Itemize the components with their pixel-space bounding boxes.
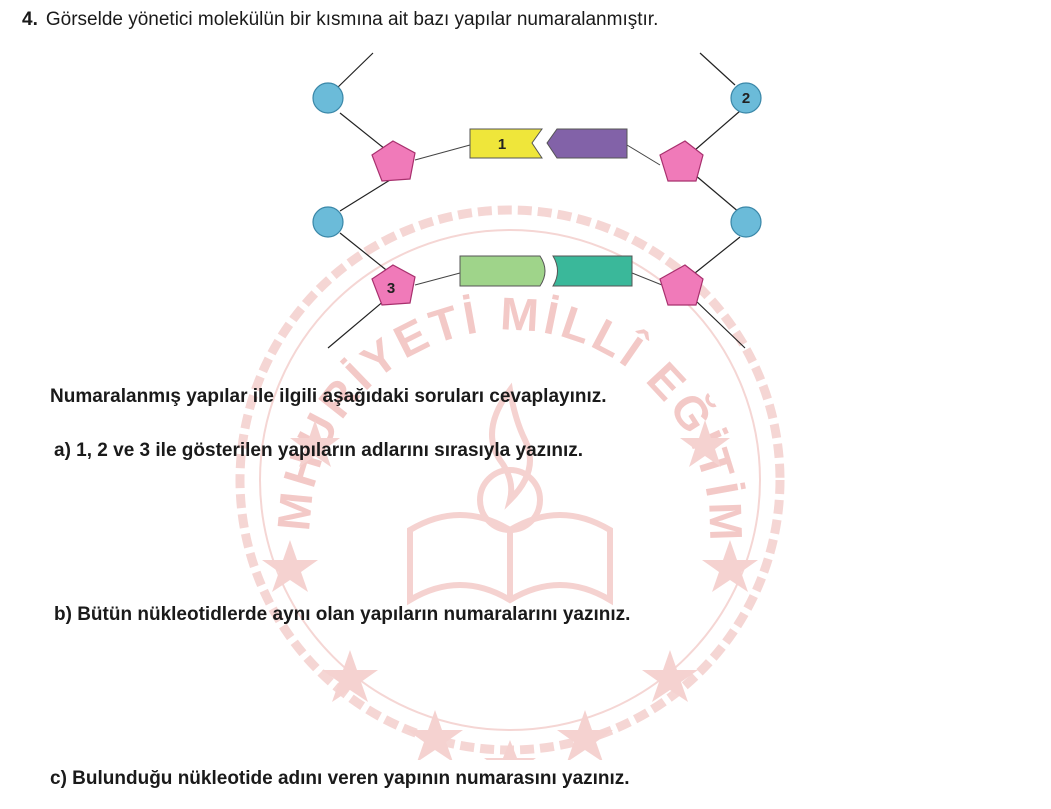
sugar-left-bottom bbox=[371, 264, 416, 306]
base-teal bbox=[552, 255, 633, 287]
sugar-left-top bbox=[371, 140, 416, 182]
seal-stars bbox=[262, 420, 758, 760]
question-a: a) 1, 2 ve 3 ile gösterilen yapıların ad… bbox=[54, 440, 584, 461]
label-3: 3 bbox=[387, 280, 395, 297]
sugar-group bbox=[371, 140, 704, 306]
seal-book-emblem bbox=[407, 382, 613, 606]
phosphate-right-bottom bbox=[730, 206, 762, 238]
question-b: b) Bütün nükleotidlerde aynı olan yapıla… bbox=[54, 604, 631, 625]
dna-diagram: 1 2 3 bbox=[312, 52, 762, 349]
base-purple bbox=[546, 128, 628, 159]
question-number: 4. bbox=[22, 9, 38, 30]
label-2: 2 bbox=[742, 90, 750, 107]
sugar-right-bottom bbox=[659, 264, 704, 306]
phosphate-left-top bbox=[312, 82, 344, 114]
base-group bbox=[459, 128, 633, 287]
sugar-right-top bbox=[659, 140, 704, 182]
question-text: Görselde yönetici molekülün bir kısmına … bbox=[45, 9, 659, 30]
label-1: 1 bbox=[498, 136, 506, 153]
base-yellow bbox=[469, 128, 543, 159]
base-connectors bbox=[414, 144, 663, 286]
phosphate-left-bottom bbox=[312, 206, 344, 238]
question-header: 4. Görselde yönetici molekülün bir kısmın… bbox=[22, 9, 658, 31]
base-lightgreen bbox=[459, 255, 546, 287]
right-backbone bbox=[694, 52, 746, 349]
instructions-intro: Numaralanmış yapılar ile ilgili aşağıdak… bbox=[50, 386, 607, 407]
phosphate-group bbox=[312, 82, 762, 238]
left-backbone bbox=[327, 52, 391, 349]
question-c: c) Bulunduğu nükleotide adını veren yapı… bbox=[50, 768, 630, 789]
phosphate-right-top bbox=[730, 82, 762, 114]
